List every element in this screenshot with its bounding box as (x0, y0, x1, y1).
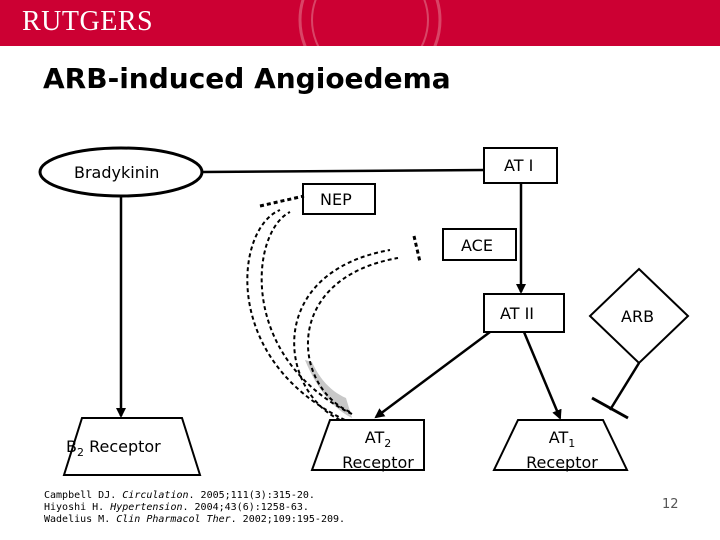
ace-inhibition-arc (293, 249, 391, 421)
ace-inhibition-bar (412, 235, 422, 263)
at2-peptide-label: AT II (500, 304, 534, 323)
reference-item: Hiyoshi H. Hypertension. 2004;43(6):1258… (44, 502, 309, 513)
reference-item: Wadelius M. Clin Pharmacol Ther. 2002;10… (44, 514, 346, 525)
at2peptide-to-at2receptor-arrow (374, 330, 491, 419)
ace-label: ACE (461, 236, 493, 255)
b2-receptor-node (62, 417, 202, 476)
at2-receptor-label: AT2 Receptor (342, 428, 414, 473)
ace-inhibition-arc-inner (306, 257, 399, 413)
nep-label: NEP (320, 190, 352, 209)
arb-block-line (608, 362, 641, 411)
page-title: ARB-induced Angioedema (43, 62, 451, 95)
b2-receptor-label: B2 Receptor (66, 437, 161, 460)
arb-block-bar (591, 396, 629, 420)
at2-receptor-node (310, 419, 425, 471)
nep-node (302, 183, 376, 215)
bradykinin-label: Bradykinin (74, 163, 160, 182)
header-banner: RUTGERS (0, 0, 720, 46)
bradykinin-to-at1-line (201, 168, 485, 174)
at1-label: AT I (504, 156, 534, 175)
at1-receptor-node (492, 419, 629, 471)
reference-item: Campbell DJ. Circulation. 2005;111(3):31… (44, 490, 315, 501)
ace-node (442, 228, 517, 261)
rutgers-logo: RUTGERS (22, 6, 154, 37)
page-number: 12 (662, 497, 679, 512)
nep-inhibition-bar (259, 194, 305, 208)
arb-label: ARB (621, 307, 655, 326)
references: Campbell DJ. Circulation. 2005;111(3):31… (44, 490, 345, 526)
seal-watermark-icon (298, 0, 442, 46)
feedback-band-shading (305, 360, 352, 418)
nep-inhibition-arc-inner (260, 211, 353, 415)
at2peptide-to-at1receptor-arrow (522, 331, 562, 420)
nep-inhibition-arc (246, 209, 346, 421)
at1-receptor-label: AT1 Receptor (526, 428, 598, 473)
